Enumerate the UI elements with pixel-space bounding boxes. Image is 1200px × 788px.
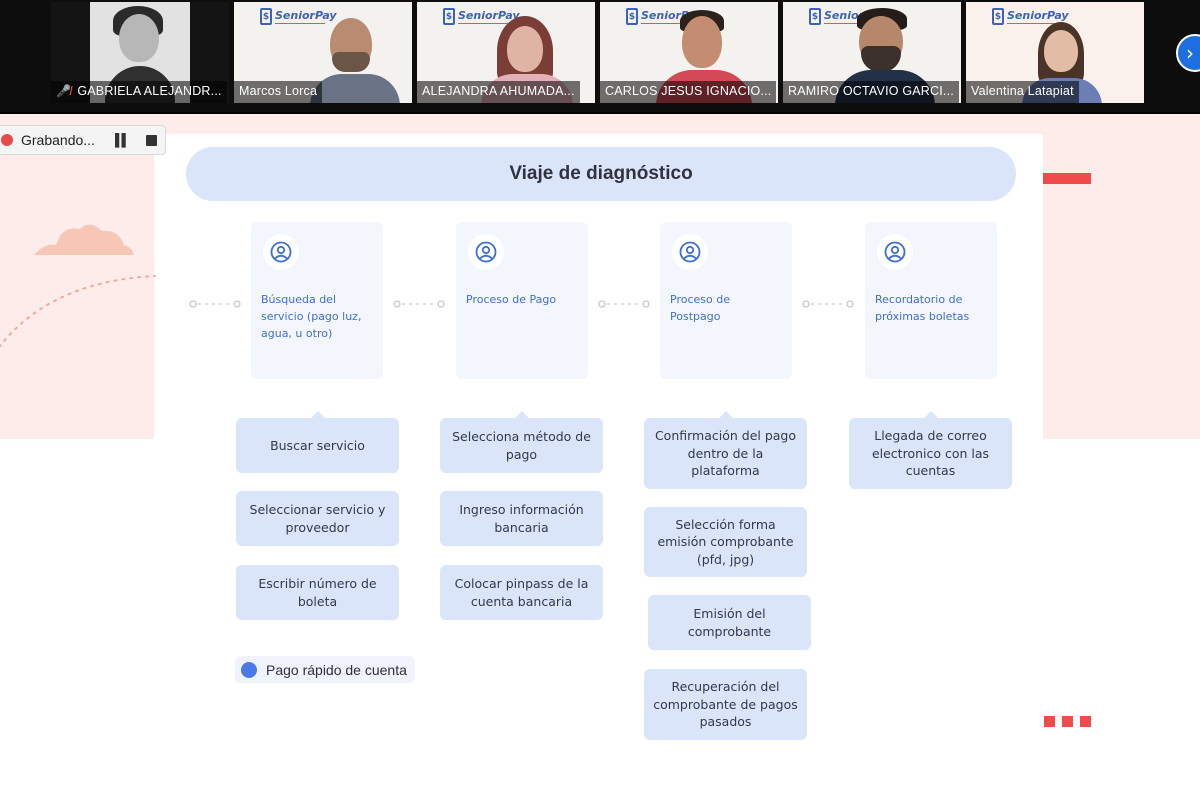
stage-card-postpago: Proceso de Postpago: [660, 222, 792, 379]
cloud-icon: [34, 224, 134, 255]
step-card: Ingreso información bancaria: [440, 491, 603, 546]
decor-panel-left: [0, 114, 154, 439]
legend: Pago rápido de cuenta: [235, 656, 415, 683]
seniorpay-logo: $SeniorPay: [992, 8, 1069, 25]
decor-top-band: [154, 114, 1043, 134]
stage-card-pago: Proceso de Pago: [456, 222, 588, 379]
step-card: Buscar servicio: [236, 411, 399, 473]
participant-name: 🎤̸GABRIELA ALEJANDR...: [51, 81, 227, 103]
mic-off-icon: 🎤̸: [56, 84, 72, 98]
participant-name: Valentina Latapiat: [966, 81, 1079, 103]
recording-indicator: Grabando... ▌▌: [0, 125, 166, 155]
seniorpay-logo: $SeniorPay: [260, 8, 337, 25]
user-circle-icon: [468, 234, 504, 270]
stage-label: Proceso de Pago: [466, 293, 557, 306]
stage-label: Proceso de Postpago: [670, 293, 730, 323]
slide-title: Viaje de diagnóstico: [186, 147, 1016, 201]
legend-dot-icon: [241, 661, 257, 678]
seniorpay-logo: $SeniorPay: [626, 8, 703, 25]
stage-connector: [802, 300, 854, 308]
step-card: Selecciona método de pago: [440, 411, 603, 473]
participant-tile[interactable]: 🎤̸GABRIELA ALEJANDR...: [51, 2, 229, 103]
step-card: Seleccionar servicio y proveedor: [236, 491, 399, 546]
step-card: Llegada de correo electronico con las cu…: [849, 411, 1012, 489]
step-card: Confirmación del pago dentro de la plata…: [644, 411, 807, 489]
stage-card-recordatorio: Recordatorio de próximas boletas: [865, 222, 997, 379]
step-card: Emisión del comprobante: [648, 595, 811, 650]
recording-label: Grabando...: [21, 132, 95, 148]
participant-tile[interactable]: $SeniorPay Valentina Latapiat: [966, 2, 1144, 103]
stage-label: Búsqueda del servicio (pago luz, agua, u…: [261, 293, 362, 340]
legend-label: Pago rápido de cuenta: [266, 661, 407, 678]
decor-red-bar: [1043, 173, 1091, 184]
participant-tile-active[interactable]: $SeniorPay CARLOS JESUS IGNACIO...: [600, 2, 778, 103]
pause-icon[interactable]: ▌▌: [114, 133, 130, 147]
user-circle-icon: [877, 234, 913, 270]
stage-label: Recordatorio de próximas boletas: [875, 293, 970, 323]
participant-name: CARLOS JESUS IGNACIO...: [600, 81, 777, 103]
participant-tile[interactable]: $SeniorPay RAMIRO OCTAVIO GARCI...: [783, 2, 961, 103]
participant-name: Marcos Lorca: [234, 81, 323, 103]
record-dot-icon: [1, 134, 13, 146]
stage-connector: [393, 300, 445, 308]
participant-name: ALEJANDRA AHUMADA...: [417, 81, 580, 103]
stage-connector: [189, 300, 241, 308]
dotted-arc-decor: [0, 275, 156, 348]
participant-tile[interactable]: $SeniorPay Marcos Lorca: [234, 2, 412, 103]
step-card: Recuperación del comprobante de pagos pa…: [644, 669, 807, 740]
participants-strip: 🎤̸GABRIELA ALEJANDR... $SeniorPay Marcos…: [0, 0, 1200, 112]
stage-connector: [598, 300, 650, 308]
step-card: Escribir número de boleta: [236, 565, 399, 620]
step-card: Colocar pinpass de la cuenta bancaria: [440, 565, 603, 620]
chevron-right-icon[interactable]: ›: [1176, 34, 1200, 72]
decor-red-squares: [1044, 716, 1091, 727]
user-circle-icon: [672, 234, 708, 270]
participant-name: RAMIRO OCTAVIO GARCI...: [783, 81, 959, 103]
stage-card-busqueda: Búsqueda del servicio (pago luz, agua, u…: [251, 222, 383, 379]
decor-panel-right: [1043, 114, 1200, 439]
shared-screen: Viaje de diagnóstico Búsqueda del servic…: [0, 114, 1200, 788]
seniorpay-logo: $SeniorPay: [809, 8, 886, 25]
seniorpay-logo: $SeniorPay: [443, 8, 520, 25]
stop-icon[interactable]: [145, 134, 157, 146]
participant-tile[interactable]: $SeniorPay ALEJANDRA AHUMADA...: [417, 2, 595, 103]
step-card: Selección forma emisión comprobante (pfd…: [644, 507, 807, 577]
user-circle-icon: [263, 234, 299, 270]
